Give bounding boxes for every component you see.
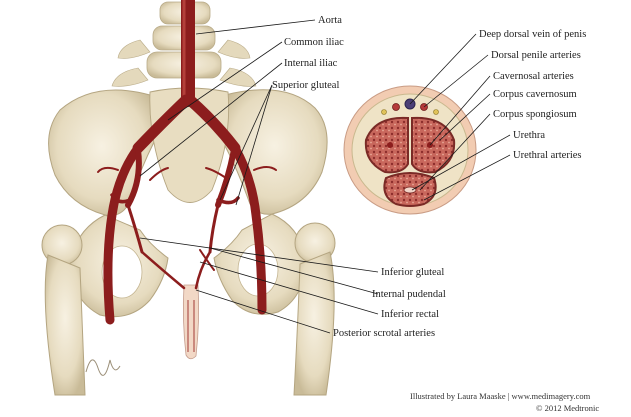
label-aorta: Aorta (318, 15, 342, 26)
cavernosal-artery-left (387, 142, 393, 148)
urethra-lumen (404, 187, 416, 193)
label-cavernosal-arteries: Cavernosal arteries (493, 71, 574, 82)
label-corpus-cavernosum: Corpus cavernosum (493, 89, 577, 100)
label-dorsal-penile: Dorsal penile arteries (491, 50, 581, 61)
label-internal-pudendal: Internal pudendal (372, 289, 446, 300)
credits: Illustrated by Laura Maaske | www.medima… (410, 391, 599, 413)
label-superior-gluteal: Superior gluteal (272, 80, 339, 91)
label-urethral-arteries: Urethral arteries (513, 150, 582, 161)
label-inferior-rectal: Inferior rectal (381, 309, 439, 320)
left-femur (45, 255, 85, 395)
dorsal-artery-left (393, 104, 400, 111)
label-internal-iliac: Internal iliac (284, 58, 338, 69)
credit-copyright: © 2012 Medtronic (536, 403, 599, 413)
label-common-iliac: Common iliac (284, 37, 344, 48)
label-posterior-scrotal: Posterior scrotal arteries (333, 328, 435, 339)
credit-illustrator: Illustrated by Laura Maaske | www.medima… (410, 391, 591, 401)
artist-signature (86, 360, 120, 375)
label-corpus-spongiosum: Corpus spongiosum (493, 109, 577, 120)
label-inferior-gluteal: Inferior gluteal (381, 267, 444, 278)
label-deep-dorsal-vein: Deep dorsal vein of penis (479, 29, 586, 40)
penile-cross-section (344, 86, 476, 214)
penis-lateral-outline (183, 285, 198, 359)
label-urethra: Urethra (513, 130, 545, 141)
